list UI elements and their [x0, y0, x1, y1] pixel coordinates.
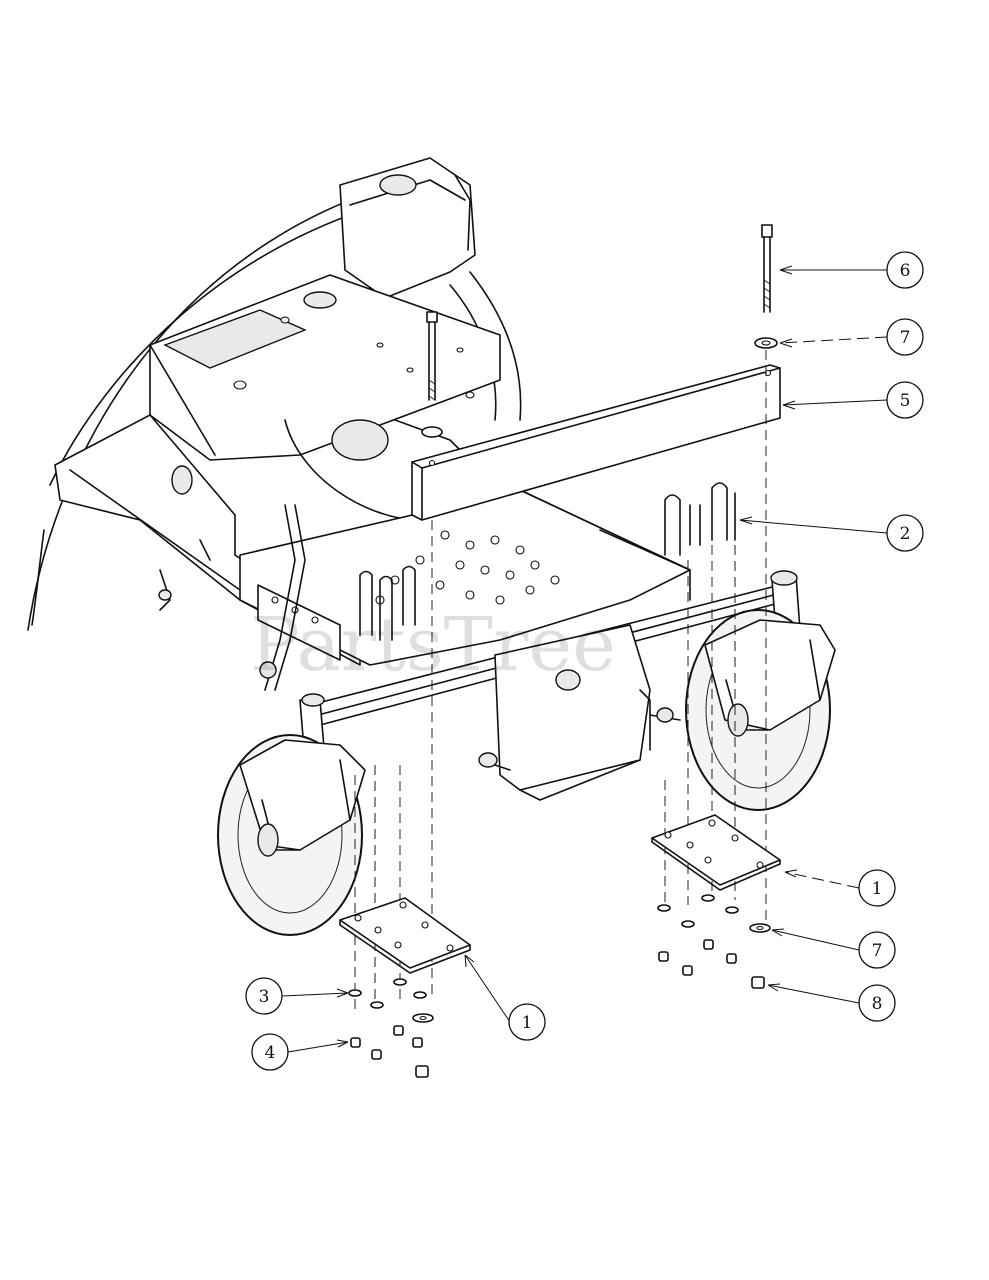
callout-4: 4 [251, 1033, 289, 1071]
svg-text:7: 7 [872, 941, 883, 961]
callout-8: 8 [858, 984, 896, 1022]
svg-text:8: 8 [872, 994, 883, 1014]
leader-lines [281, 265, 888, 1053]
svg-text:7: 7 [900, 328, 911, 348]
bolt-top-left [421, 311, 443, 438]
watermark-text: PartsTree [250, 602, 616, 688]
mower-body [27, 157, 691, 666]
callouts: 6 7 5 2 1 7 8 1 [245, 251, 924, 1071]
callout-7-bottom: 7 [858, 931, 896, 969]
svg-text:5: 5 [900, 391, 911, 411]
svg-text:4: 4 [265, 1043, 276, 1063]
callout-1-right: 1 [858, 869, 896, 907]
washer-top-right [754, 337, 778, 349]
callout-2: 2 [886, 514, 924, 552]
mount-plate-left [339, 897, 471, 974]
right-caster-wheel [685, 609, 836, 811]
u-bolts-right [664, 482, 736, 556]
callout-5: 5 [886, 381, 924, 419]
svg-text:3: 3 [259, 987, 270, 1007]
bumper-bar [411, 364, 781, 521]
mount-plate-right [651, 814, 781, 891]
callout-1-left: 1 [508, 1003, 546, 1041]
left-caster-wheel [217, 734, 366, 936]
bolt-top-right [761, 224, 773, 313]
svg-text:1: 1 [872, 879, 883, 899]
hardware-right [657, 894, 771, 989]
svg-text:6: 6 [900, 261, 911, 281]
callout-7-top: 7 [886, 318, 924, 356]
callout-3: 3 [245, 977, 283, 1015]
svg-text:2: 2 [900, 524, 911, 544]
floor-holes [375, 530, 560, 605]
svg-text:1: 1 [522, 1013, 533, 1033]
hardware-left [348, 978, 434, 1078]
left-linkage [158, 504, 416, 691]
callout-6: 6 [886, 251, 924, 289]
